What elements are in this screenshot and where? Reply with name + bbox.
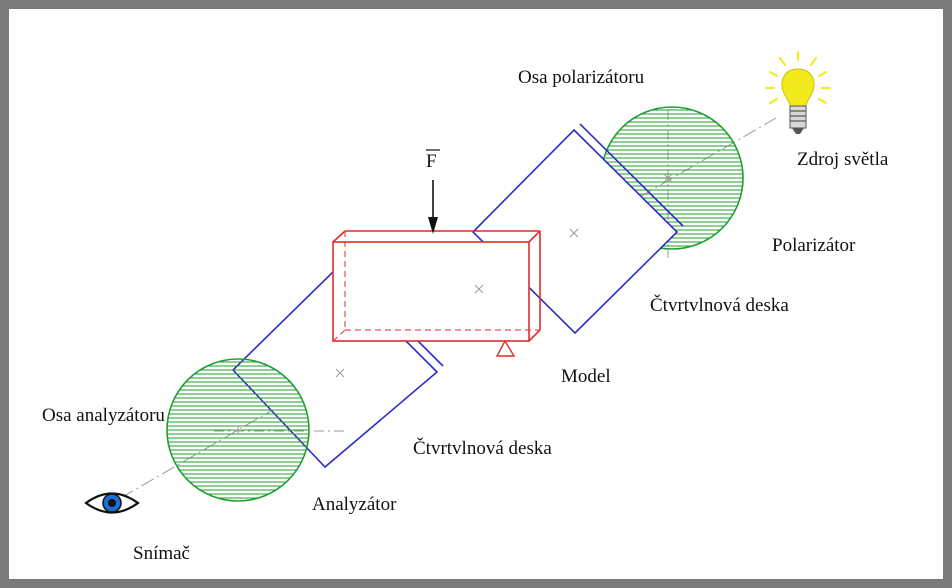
polarizer-label: Polarizátor (772, 235, 856, 256)
light-bulb-icon (765, 51, 831, 134)
analyzer-label: Analyzátor (312, 494, 397, 515)
force-label: F (426, 151, 437, 172)
analyzer-axis-label: Osa analyzátoru (42, 405, 165, 426)
eye-icon (84, 492, 140, 514)
quarter-wave-plate-right-label: Čtvrtvlnová deska (650, 294, 789, 316)
light-source-label: Zdroj světla (797, 149, 889, 170)
axis-markers (234, 173, 673, 434)
force-arrow (428, 180, 438, 234)
sensor-label: Snímač (133, 543, 190, 564)
polarizer-axis-label: Osa polarizátoru (518, 67, 645, 88)
support-triangle (495, 339, 516, 357)
quarter-wave-plate-left-label: Čtvrtvlnová deska (413, 437, 552, 459)
model-specimen (332, 230, 541, 342)
model-label: Model (561, 366, 611, 387)
